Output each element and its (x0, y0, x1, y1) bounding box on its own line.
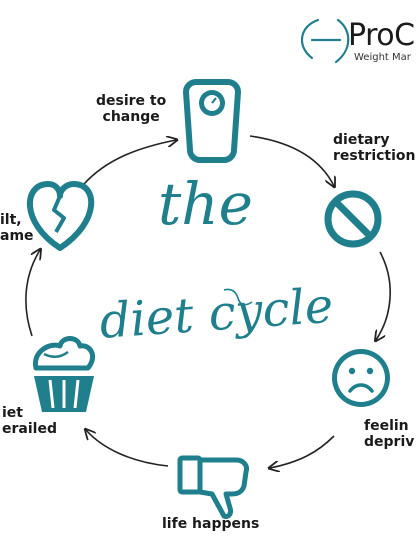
stage-label-line: restriction (333, 148, 416, 164)
cycle-arrow-4 (86, 430, 169, 467)
stage-label-life-happens: life happens (162, 516, 259, 532)
brand-logo-icon (301, 18, 350, 64)
cycle-arrow-5 (25, 250, 40, 337)
stage-label-line: iet (2, 405, 23, 421)
stage-label-line: dietary (333, 132, 390, 148)
stage-label-line: desire to (96, 93, 167, 109)
prohibited-icon (324, 190, 382, 248)
stage-label-line: ilt, (0, 212, 22, 228)
sad-face-icon (332, 349, 390, 407)
weighing-scale-icon (183, 79, 241, 163)
stage-label-desire-to-change: desire to change (96, 93, 166, 125)
cycle-arrow-2 (376, 251, 391, 340)
cupcake-icon (32, 336, 95, 412)
title-line-1: the (158, 170, 253, 238)
title-flourish (223, 288, 253, 306)
stage-label-line: change (102, 109, 160, 125)
stage-label-guilt-shame: ilt, ame (0, 212, 34, 244)
stage-label-line: life happens (162, 516, 260, 532)
brand-tagline: Weight Mar (354, 52, 411, 63)
thumbs-down-icon (177, 455, 249, 519)
cycle-arrow-6 (83, 140, 176, 185)
broken-heart-icon (26, 181, 95, 251)
stage-label-line: ame (0, 228, 34, 244)
brand-block: ProC Weight Mar (292, 14, 420, 70)
stage-label-line: feelin (364, 418, 409, 434)
brand-name: ProC (348, 18, 415, 53)
stage-label-dietary-restriction: dietary restriction (333, 132, 416, 164)
stage-label-feeling-deprived: feelin depriv (364, 418, 414, 450)
stage-label-diet-derailed: iet erailed (2, 405, 57, 437)
stage-label-line: depriv (364, 434, 415, 450)
cycle-arrow-1 (249, 135, 334, 186)
cycle-arrow-3 (270, 435, 335, 468)
stage-label-line: erailed (2, 421, 57, 437)
